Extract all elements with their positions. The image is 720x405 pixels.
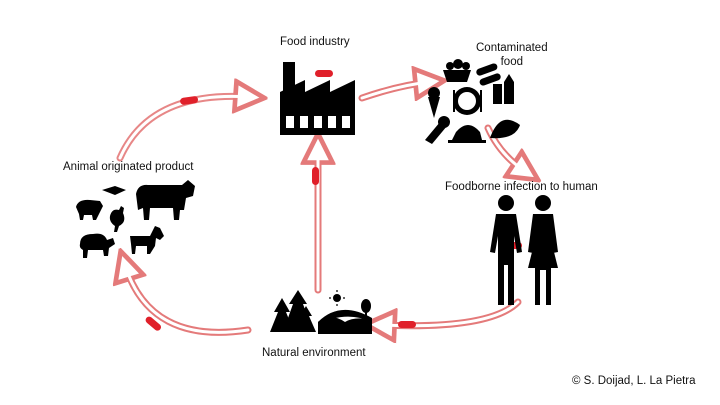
label-natural-environment: Natural environment xyxy=(262,347,366,359)
label-animal-product: Animal originated product xyxy=(63,161,194,173)
farm-animals-icon xyxy=(76,180,195,258)
label-food-industry: Food industry xyxy=(280,36,350,48)
factory-icon xyxy=(280,62,355,135)
credit-text: © S. Doijad, L. La Pietra xyxy=(572,375,696,387)
label-contaminated-food: Contaminated food xyxy=(476,42,548,68)
food-icons xyxy=(425,59,520,144)
human-couple-icon xyxy=(490,195,558,305)
label-foodborne-infection: Foodborne infection to human xyxy=(445,181,598,193)
landscape-icon xyxy=(270,290,372,334)
